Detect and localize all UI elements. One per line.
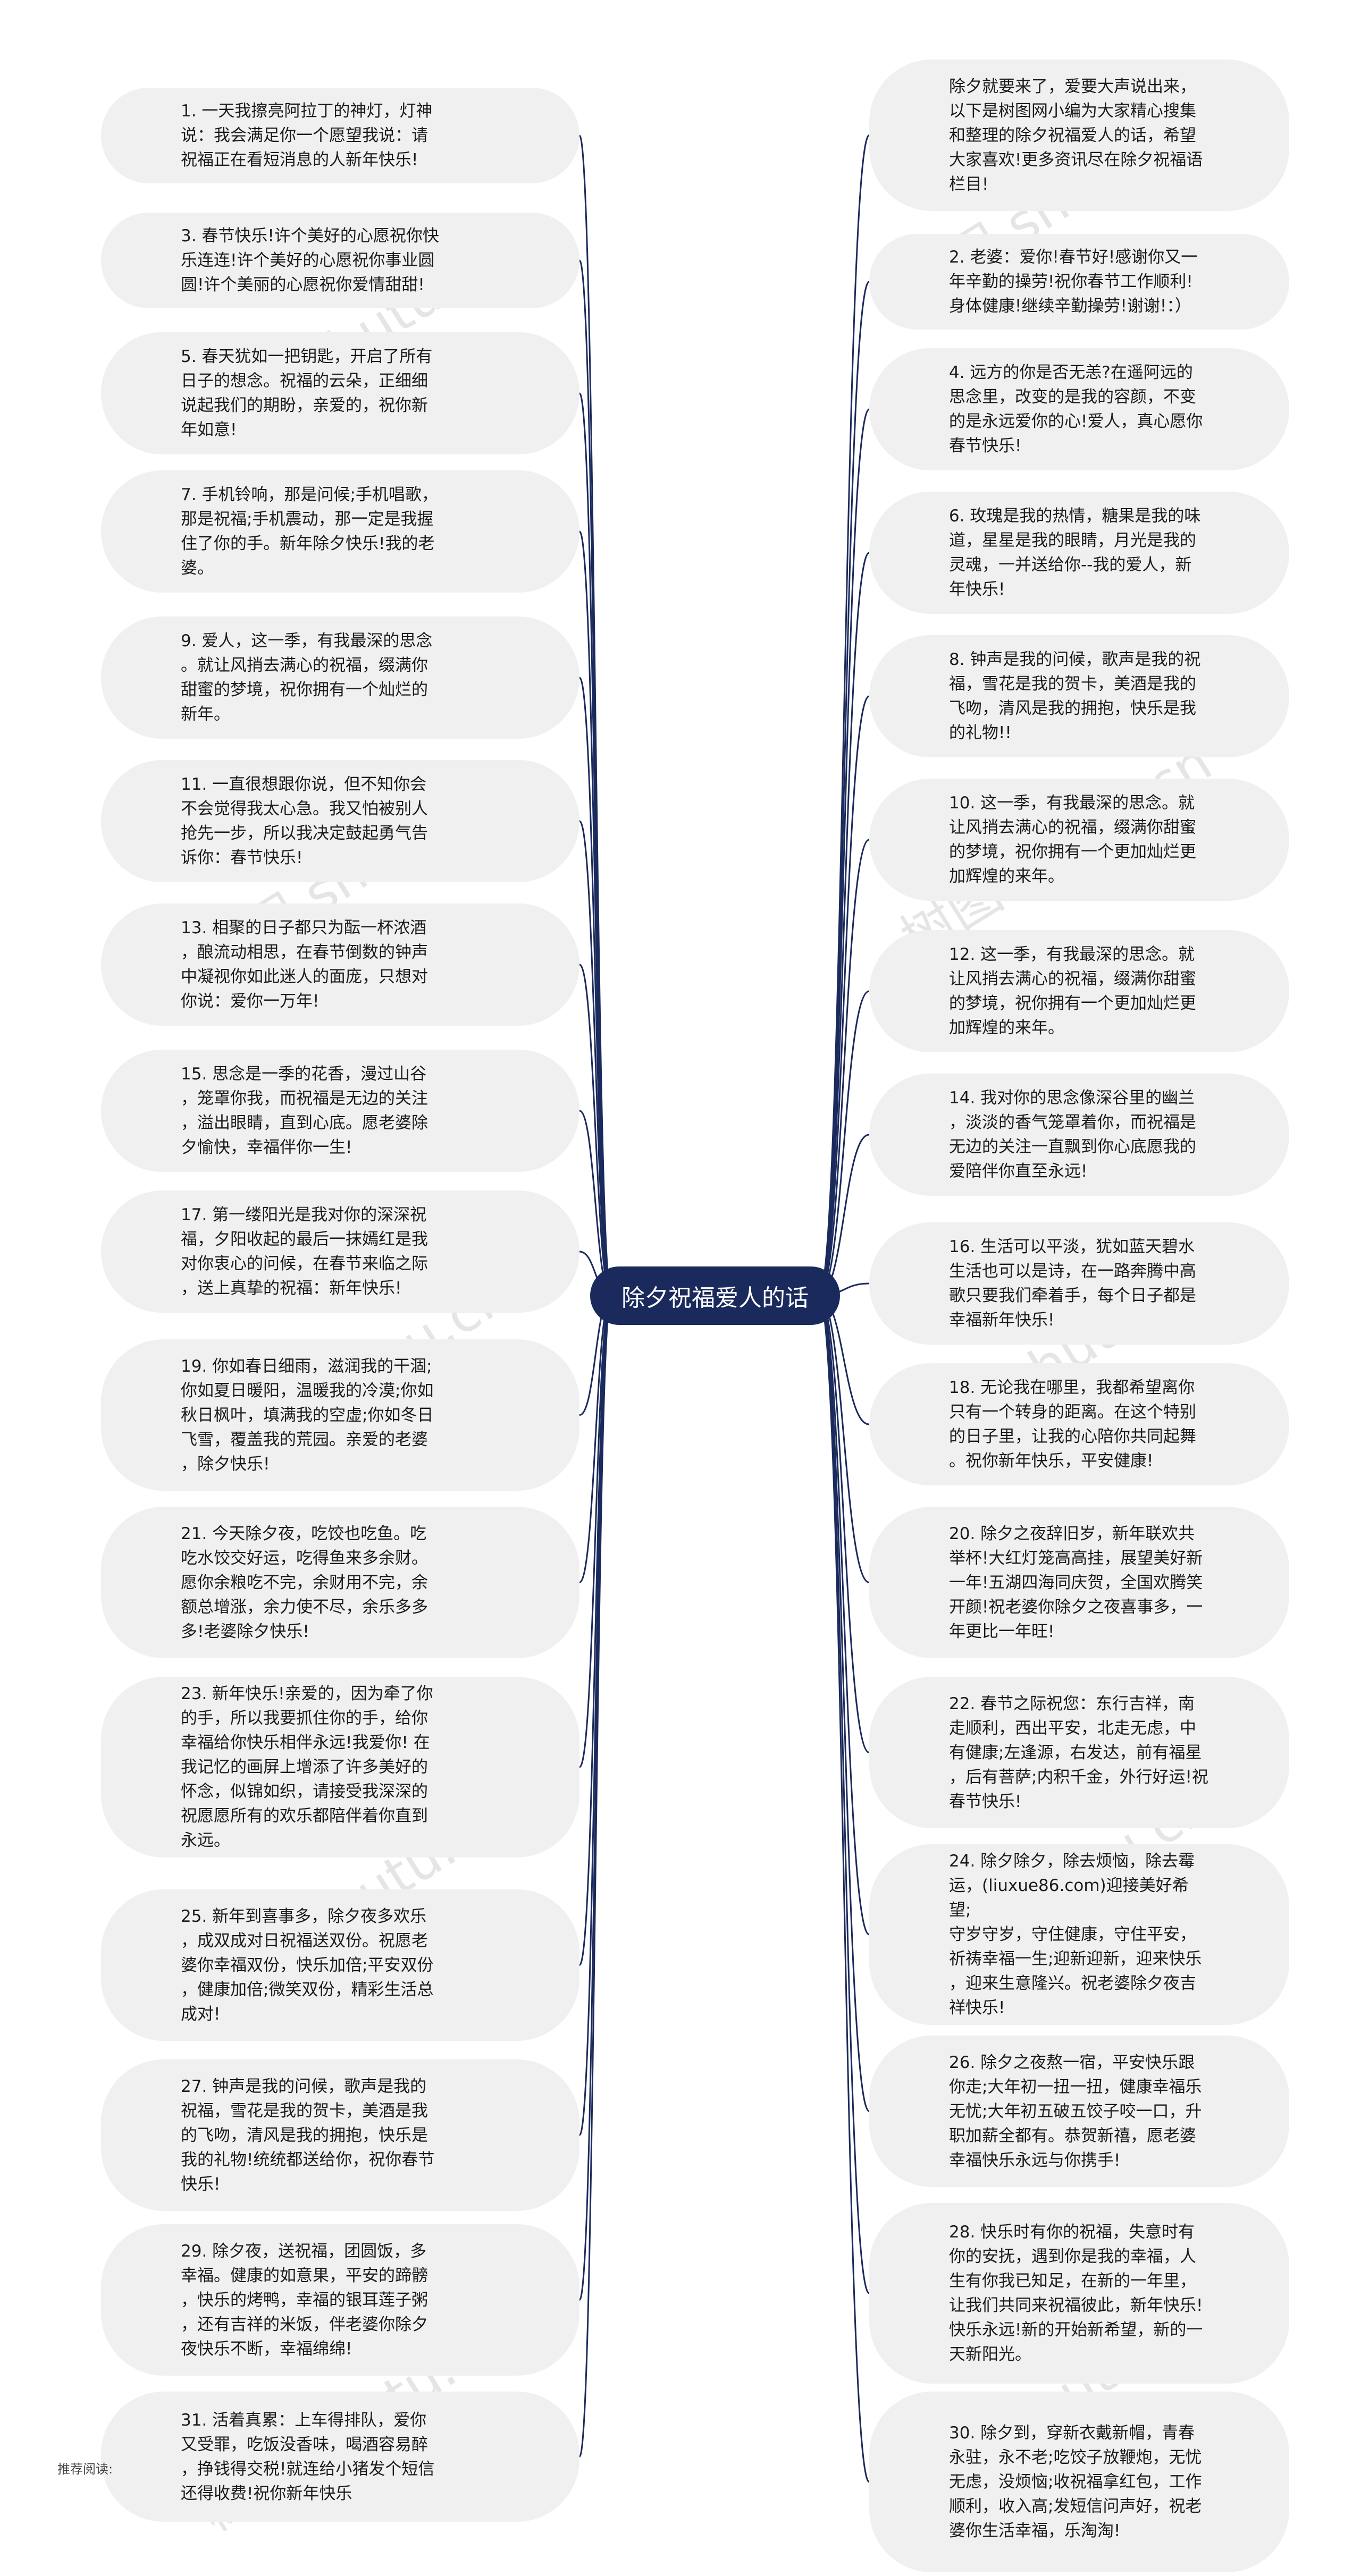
left-branch-text: 13. 相聚的日子都只为酝一杯浓酒 ，酿流动相思，在春节倒数的钟声 中凝视你如此… bbox=[181, 918, 428, 1011]
left-branch-text: 25. 新年到喜事多，除夕夜多欢乐 ，成双成对日祝福送双份。祝愿老 婆你幸福双份… bbox=[181, 1906, 434, 2024]
right-branch-node[interactable]: 4. 远方的你是否无恙?在遥阿远的 思念里，改变的是我的容颜，不变 的是永远爱你… bbox=[869, 348, 1289, 470]
right-branch-text: 20. 除夕之夜辞旧岁，新年联欢共 举杯!大红灯笼高高挂，展望美好新 一年!五湖… bbox=[949, 1524, 1203, 1641]
right-branch-node[interactable]: 6. 玫瑰是我的热情，糖果是我的味 道，星星是我的眼睛，月光是我的 灵魂，一并送… bbox=[869, 492, 1289, 614]
left-branch-node[interactable]: 3. 春节快乐!许个美好的心愿祝你快 乐连连!许个美好的心愿祝你事业圆 圆!许个… bbox=[101, 213, 579, 308]
left-branch-node[interactable]: 1. 一天我擦亮阿拉丁的神灯，灯神 说：我会满足你一个愿望我说：请 祝福正在看短… bbox=[101, 88, 579, 183]
left-branch-text: 11. 一直很想跟你说，但不知你会 不会觉得我太心急。我又怕被别人 抢先一步，所… bbox=[181, 775, 428, 867]
connector-line bbox=[818, 1295, 870, 2483]
right-branch-node[interactable]: 16. 生活可以平淡，犹如蓝天碧水 生活也可以是诗，在一路奔腾中高 歌只要我们牵… bbox=[869, 1222, 1289, 1345]
left-branch-node[interactable]: 27. 钟声是我的问候，歌声是我的 祝福，雪花是我的贺卡，美酒是我 的飞吻，清风… bbox=[101, 2059, 579, 2211]
right-branch-node[interactable]: 28. 快乐时有你的祝福，失意时有 你的安抚，遇到你是我的幸福，人 生有你我已知… bbox=[869, 2203, 1289, 2384]
left-branch-text: 9. 爱人，这一季，有我最深的思念 。就让风捎去满心的祝福，缀满你 甜蜜的梦境，… bbox=[181, 631, 433, 724]
left-branch-text: 1. 一天我擦亮阿拉丁的神灯，灯神 说：我会满足你一个愿望我说：请 祝福正在看短… bbox=[181, 102, 433, 170]
left-branch-node[interactable]: 11. 一直很想跟你说，但不知你会 不会觉得我太心急。我又怕被别人 抢先一步，所… bbox=[101, 760, 579, 882]
root-node-label: 除夕祝福爱人的话 bbox=[621, 1285, 809, 1312]
right-branch-text: 28. 快乐时有你的祝福，失意时有 你的安抚，遇到你是我的幸福，人 生有你我已知… bbox=[949, 2223, 1203, 2364]
right-branch-node[interactable]: 8. 钟声是我的问候，歌声是我的祝 福，雪花是我的贺卡，美酒是我的 飞吻，清风是… bbox=[869, 635, 1289, 757]
right-branch-node[interactable]: 24. 除夕除夕，除去烦恼，除去霉 运，(liuxue86.com)迎接美好希望… bbox=[869, 1844, 1289, 2025]
left-branch-node[interactable]: 9. 爱人，这一季，有我最深的思念 。就让风捎去满心的祝福，缀满你 甜蜜的梦境，… bbox=[101, 616, 579, 739]
connector-line bbox=[818, 408, 870, 1297]
right-branch-text: 12. 这一季，有我最深的思念。就 让风捎去满心的祝福，缀满你甜蜜 的梦境，祝你… bbox=[949, 945, 1196, 1037]
left-branch-text: 19. 你如春日细雨，滋润我的干涸; 你如夏日暖阳，温暖我的冷漠;你如 秋日枫叶… bbox=[181, 1356, 434, 1474]
right-branch-text: 30. 除夕到，穿新衣戴新帽，青春 永驻，永不老;吃饺子放鞭炮，无忧 无虑，没烦… bbox=[949, 2423, 1202, 2540]
connector-line bbox=[578, 1295, 612, 2136]
connector-line bbox=[578, 1295, 612, 1768]
left-branch-node[interactable]: 19. 你如春日细雨，滋润我的干涸; 你如夏日暖阳，温暖我的冷漠;你如 秋日枫叶… bbox=[101, 1339, 579, 1491]
connector-line bbox=[818, 1295, 870, 1753]
left-branch-node[interactable]: 17. 第一缕阳光是我对你的深深祝 福，夕阳收起的最后一抹嫣红是我 对你衷心的问… bbox=[101, 1190, 579, 1313]
connector-line bbox=[818, 1295, 870, 1936]
recommended-reading-label[interactable]: 推荐阅读: bbox=[57, 2462, 113, 2477]
connector-line bbox=[578, 530, 612, 1297]
right-branch-node[interactable]: 10. 这一季，有我最深的思念。就 让风捎去满心的祝福，缀满你甜蜜 的梦境，祝你… bbox=[869, 779, 1289, 901]
left-branch-node[interactable]: 21. 今天除夕夜，吃饺也吃鱼。吃 吃水饺交好运，吃得鱼来多余财。 愿你余粮吃不… bbox=[101, 1507, 579, 1658]
right-branch-node[interactable]: 30. 除夕到，穿新衣戴新帽，青春 永驻，永不老;吃饺子放鞭炮，无忧 无虑，没烦… bbox=[869, 2392, 1289, 2572]
left-branch-node[interactable]: 23. 新年快乐!亲爱的，因为牵了你 的手，所以我要抓住你的手，给你 幸福给你快… bbox=[101, 1677, 579, 1857]
left-branch-node[interactable]: 7. 手机铃响，那是问候;手机唱歌， 那是祝福;手机震动，那一定是我握 住了你的… bbox=[101, 470, 579, 593]
left-branch-text: 21. 今天除夕夜，吃饺也吃鱼。吃 吃水饺交好运，吃得鱼来多余财。 愿你余粮吃不… bbox=[181, 1524, 428, 1641]
left-branch-text: 17. 第一缕阳光是我对你的深深祝 福，夕阳收起的最后一抹嫣红是我 对你衷心的问… bbox=[181, 1205, 428, 1298]
right-branch-text: 18. 无论我在哪里，我都希望离你 只有一个转身的距离。在这个特别 的日子里，让… bbox=[949, 1378, 1196, 1471]
right-branch-text: 26. 除夕之夜熬一宿，平安快乐跟 你走;大年初一扭一扭，健康幸福乐 无忧;大年… bbox=[949, 2053, 1202, 2170]
right-branch-node[interactable]: 14. 我对你的思念像深谷里的幽兰 ，淡淡的香气笼罩着你，而祝福是 无边的关注一… bbox=[869, 1074, 1289, 1196]
connector-line bbox=[818, 839, 870, 1297]
left-branch-text: 29. 除夕夜，送祝福，团圆饭，多 幸福。健康的如意果，平安的蹄髈 ，快乐的烤鸭… bbox=[181, 2241, 428, 2359]
connector-line bbox=[818, 695, 870, 1297]
connector-line bbox=[578, 677, 612, 1297]
right-branch-text: 6. 玫瑰是我的热情，糖果是我的味 道，星星是我的眼睛，月光是我的 灵魂，一并送… bbox=[949, 506, 1201, 599]
right-branch-text: 22. 春节之际祝您：东行吉祥，南 走顺利，西出平安，北走无虑，中 有健康;左逢… bbox=[949, 1694, 1208, 1811]
connector-line bbox=[578, 1295, 612, 2457]
connector-line bbox=[578, 392, 612, 1297]
root-node[interactable]: 除夕祝福爱人的话 bbox=[590, 1266, 840, 1325]
right-branch-node[interactable]: 2. 老婆：爱你!春节好!感谢你又一 年辛勤的操劳!祝你春节工作顺利! 身体健康… bbox=[869, 234, 1289, 330]
left-branch-text: 15. 思念是一季的花香，漫过山谷 ，笼罩你我，而祝福是无边的关注 ，溢出眼睛，… bbox=[181, 1065, 428, 1157]
right-branch-text: 24. 除夕除夕，除去烦恼，除去霉 运，(liuxue86.com)迎接美好希望… bbox=[949, 1852, 1202, 2017]
right-branch-text: 14. 我对你的思念像深谷里的幽兰 ，淡淡的香气笼罩着你，而祝福是 无边的关注一… bbox=[949, 1088, 1196, 1181]
connector-line bbox=[578, 820, 612, 1297]
left-branch-text: 23. 新年快乐!亲爱的，因为牵了你 的手，所以我要抓住你的手，给你 幸福给你快… bbox=[181, 1684, 433, 1850]
left-branch-node[interactable]: 13. 相聚的日子都只为酝一杯浓酒 ，酿流动相思，在春节倒数的钟声 中凝视你如此… bbox=[101, 903, 579, 1026]
right-branch-text: 4. 远方的你是否无恙?在遥阿远的 思念里，改变的是我的容颜，不变 的是永远爱你… bbox=[949, 363, 1203, 455]
left-branch-text: 3. 春节快乐!许个美好的心愿祝你快 乐连连!许个美好的心愿祝你事业圆 圆!许个… bbox=[181, 226, 439, 294]
right-branch-node[interactable]: 20. 除夕之夜辞旧岁，新年联欢共 举杯!大红灯笼高高挂，展望美好新 一年!五湖… bbox=[869, 1507, 1289, 1658]
right-branch-text: 除夕就要来了，爱要大声说出来， 以下是树图网小编为大家精心搜集 和整理的除夕祝福… bbox=[949, 77, 1203, 194]
left-branch-node[interactable]: 15. 思念是一季的花香，漫过山谷 ，笼罩你我，而祝福是无边的关注 ，溢出眼睛，… bbox=[101, 1050, 579, 1172]
left-branch-text: 31. 活着真累：上车得排队，爱你 又受罪，吃饭没香味，喝酒容易醉 ，挣钱得交税… bbox=[181, 2410, 435, 2503]
right-branch-node[interactable]: 18. 无论我在哪里，我都希望离你 只有一个转身的距离。在这个特别 的日子里，让… bbox=[869, 1363, 1289, 1485]
right-branch-node[interactable]: 26. 除夕之夜熬一宿，平安快乐跟 你走;大年初一扭一扭，健康幸福乐 无忧;大年… bbox=[869, 2036, 1289, 2187]
right-branch-text: 16. 生活可以平淡，犹如蓝天碧水 生活也可以是诗，在一路奔腾中高 歌只要我们牵… bbox=[949, 1237, 1196, 1330]
connector-line bbox=[818, 552, 870, 1297]
left-branch-node[interactable]: 29. 除夕夜，送祝福，团圆饭，多 幸福。健康的如意果，平安的蹄髈 ，快乐的烤鸭… bbox=[101, 2224, 579, 2376]
left-branch-node[interactable]: 5. 春天犹如一把钥匙，开启了所有 日子的想念。祝福的云朵，正细细 说起我们的期… bbox=[101, 332, 579, 454]
right-branch-node[interactable]: 12. 这一季，有我最深的思念。就 让风捎去满心的祝福，缀满你甜蜜 的梦境，祝你… bbox=[869, 930, 1289, 1052]
right-branch-text: 8. 钟声是我的问候，歌声是我的祝 福，雪花是我的贺卡，美酒是我的 飞吻，清风是… bbox=[949, 650, 1201, 742]
left-branch-node[interactable]: 31. 活着真累：上车得排队，爱你 又受罪，吃饭没香味，喝酒容易醉 ，挣钱得交税… bbox=[101, 2392, 579, 2522]
right-branch-node[interactable]: 除夕就要来了，爱要大声说出来， 以下是树图网小编为大家精心搜集 和整理的除夕祝福… bbox=[869, 60, 1289, 211]
right-branch-text: 10. 这一季，有我最深的思念。就 让风捎去满心的祝福，缀满你甜蜜 的梦境，祝你… bbox=[949, 793, 1196, 886]
left-branch-text: 5. 春天犹如一把钥匙，开启了所有 日子的想念。祝福的云朵，正细细 说起我们的期… bbox=[181, 347, 433, 440]
right-branch-text: 2. 老婆：爱你!春节好!感谢你又一 年辛勤的操劳!祝你春节工作顺利! 身体健康… bbox=[949, 248, 1198, 316]
left-branch-text: 27. 钟声是我的问候，歌声是我的 祝福，雪花是我的贺卡，美酒是我 的飞吻，清风… bbox=[181, 2076, 435, 2194]
left-branch-node[interactable]: 25. 新年到喜事多，除夕夜多欢乐 ，成双成对日祝福送双份。祝愿老 婆你幸福双份… bbox=[101, 1889, 579, 2041]
right-branch-node[interactable]: 22. 春节之际祝您：东行吉祥，南 走顺利，西出平安，北走无虑，中 有健康;左逢… bbox=[869, 1677, 1289, 1828]
left-branch-text: 7. 手机铃响，那是问候;手机唱歌， 那是祝福;手机震动，那一定是我握 住了你的… bbox=[181, 485, 438, 578]
connector-line bbox=[818, 1295, 870, 2112]
